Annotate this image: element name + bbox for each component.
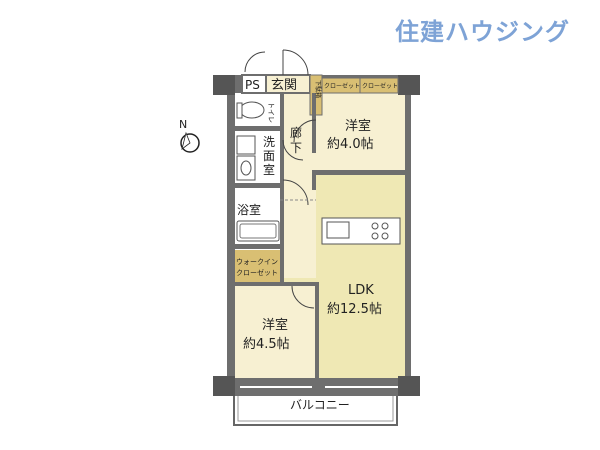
outer-wall-left — [227, 75, 235, 396]
door-entrance-2 — [244, 51, 266, 73]
label-wic-1: ウォークイン — [236, 258, 278, 266]
washer-fixture — [236, 135, 256, 155]
floor-western-2 — [234, 285, 318, 378]
label-washroom-3: 室 — [263, 162, 275, 177]
label-ldk-size: 約12.5帖 — [327, 302, 382, 317]
label-corridor-2: 下 — [290, 141, 302, 155]
toilet-tank — [236, 102, 243, 119]
label-western1-size: 約4.0帖 — [327, 137, 374, 152]
label-wic-2: クローゼット — [236, 268, 278, 277]
label-ps: PS — [245, 78, 260, 92]
label-closet1: クローゼット — [324, 82, 360, 90]
bathtub-inner — [239, 223, 277, 239]
label-toilet: トイレ — [267, 102, 275, 123]
wall-corner-tl — [213, 75, 235, 95]
outer-wall-bottom — [213, 378, 413, 396]
wall-corner-bl — [213, 376, 235, 396]
label-western2-size: 約4.5帖 — [243, 337, 290, 352]
floor-western-1 — [316, 93, 408, 173]
floor-corridor — [283, 93, 316, 278]
label-genkan: 玄関 — [271, 78, 297, 93]
label-corridor-1: 廊 — [290, 125, 302, 140]
door-washroom — [282, 139, 304, 161]
wall-wash-bottom — [234, 183, 284, 188]
wall-bath-bottom — [234, 244, 284, 249]
wall-west1-bottom — [312, 170, 408, 175]
compass-label: N — [179, 118, 187, 131]
door-western-2 — [291, 285, 315, 309]
compass-icon — [180, 131, 200, 153]
kitchen-sink — [326, 221, 350, 239]
label-washroom-1: 洗 — [263, 135, 275, 149]
toilet-fixture — [239, 101, 265, 119]
closet2-box — [359, 77, 399, 94]
label-bath: 浴室 — [237, 202, 261, 217]
stove-fixture — [371, 222, 389, 240]
wall-west1-left — [312, 93, 316, 153]
label-getabako: 下駄箱 — [314, 80, 322, 98]
label-western2-name: 洋室 — [262, 317, 288, 333]
door-western-1 — [293, 119, 317, 143]
sink-fixture — [236, 155, 256, 181]
door-ldk — [282, 179, 309, 206]
wall-wic-bottom — [234, 282, 319, 286]
label-washroom-2: 面 — [263, 149, 275, 163]
wall-corridor-ldk — [312, 170, 316, 190]
label-western1-name: 洋室 — [345, 118, 371, 134]
label-closet2: クローゼット — [362, 82, 398, 90]
brand-logo: 住建ハウジング — [395, 18, 570, 46]
outer-wall-right — [405, 93, 411, 378]
wall-west2-right — [315, 282, 319, 378]
wall-corner-br — [398, 376, 420, 396]
floor-wic — [234, 250, 283, 283]
label-ldk-name: LDK — [348, 283, 374, 298]
label-balcony: バルコニー — [290, 398, 350, 412]
bathtub-fixture — [236, 220, 280, 242]
wall-corner-tr — [398, 75, 420, 95]
sink-bowl — [240, 160, 252, 176]
door-entrance — [282, 49, 309, 76]
wall-toilet-bottom — [234, 126, 284, 131]
